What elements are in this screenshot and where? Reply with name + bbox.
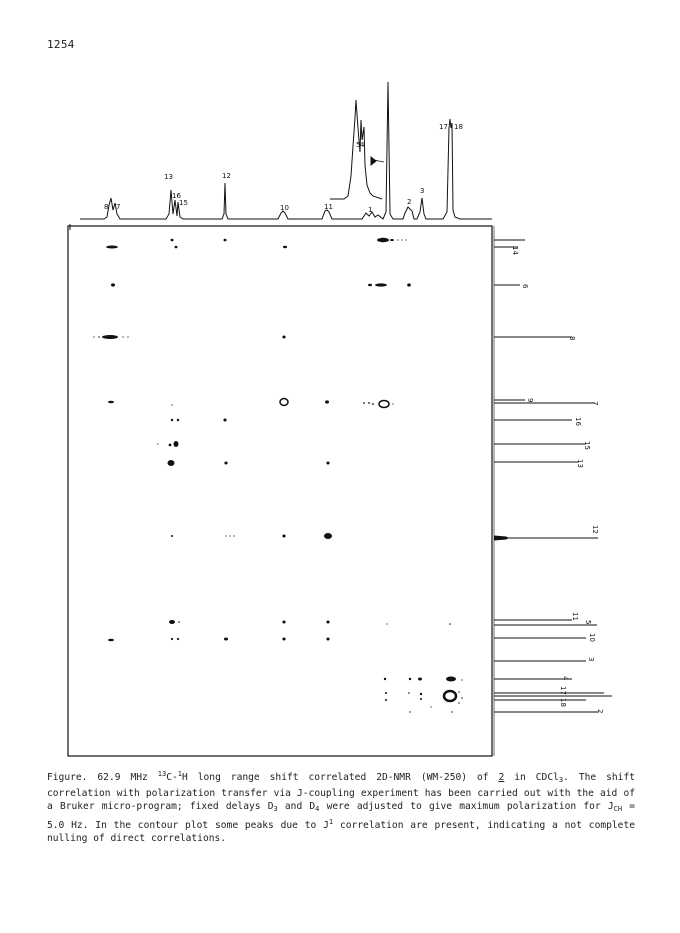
cross-peak — [326, 461, 330, 465]
cross-peak — [224, 461, 228, 465]
cross-peak — [111, 283, 115, 287]
f1-label-10: 10 — [280, 204, 289, 212]
f1-label-15: 15 — [179, 199, 188, 207]
f1-label-17: 17 — [439, 123, 448, 131]
page-number: 1254 — [47, 38, 75, 51]
cross-peak — [282, 637, 286, 641]
f2-label-6: 6 — [521, 284, 529, 289]
cross-peaks — [93, 237, 463, 713]
f1-label-16: 16 — [172, 192, 181, 200]
cross-peak — [167, 460, 175, 466]
f2-label-14: 14 — [511, 246, 519, 255]
cross-peak — [174, 245, 178, 249]
cross-peak — [325, 400, 329, 404]
cross-peak — [223, 238, 227, 242]
figure-caption: Figure. 62.9 MHz 13C-1H long range shift… — [47, 770, 636, 844]
f2-label-9: 9 — [526, 398, 534, 402]
cross-peak — [102, 335, 118, 339]
f2-label-17: 17 — [559, 686, 567, 695]
cross-peak — [442, 689, 458, 703]
f2-label-5: 5 — [584, 620, 592, 624]
f2-label-2: 2 — [596, 709, 604, 713]
f2-label-13: 13 — [576, 459, 584, 468]
cross-peak — [282, 534, 286, 538]
f1-peak-labels: 8 7 13 16 15 12 10 11 5 4 1 2 3 17 18 — [104, 123, 463, 214]
cross-peak — [390, 239, 394, 241]
cross-peak — [368, 283, 372, 287]
cross-peak — [283, 245, 287, 249]
contour-frame — [67, 224, 493, 757]
f2-label-3: 3 — [587, 657, 595, 661]
f1-spectrum — [80, 81, 492, 220]
f2-label-12: 12 — [591, 525, 599, 534]
f2-label-8: 8 — [568, 336, 576, 340]
f1-label-18: 18 — [454, 123, 463, 131]
cross-peak — [169, 620, 175, 624]
cross-peak — [108, 638, 114, 642]
cross-peak — [108, 400, 114, 404]
f1-label-3: 3 — [420, 187, 424, 195]
f1-label-5: 5 — [356, 141, 360, 149]
cross-peak — [223, 418, 227, 422]
f2-peak-labels: 14 6 8 9 7 16 15 13 12 11 5 10 3 4 17 18… — [511, 246, 604, 713]
cross-peak — [173, 441, 179, 447]
cross-peak — [418, 677, 422, 681]
cross-peak — [282, 335, 286, 339]
f1-label-8: 8 — [104, 203, 108, 211]
cross-peak — [224, 637, 228, 641]
cross-peak — [446, 676, 456, 682]
f1-label-7: 7 — [116, 203, 120, 211]
cross-peak — [279, 397, 289, 407]
cross-peak — [170, 238, 174, 242]
cross-peak — [106, 245, 118, 249]
f2-label-18: 18 — [559, 698, 567, 707]
compound-number: 2 — [498, 772, 505, 783]
cross-peak — [375, 283, 387, 287]
f2-spectrum — [493, 226, 612, 756]
f1-label-4: 4 — [360, 141, 365, 149]
f2-label-11: 11 — [571, 612, 579, 621]
cross-peak — [282, 620, 286, 624]
f2-label-4: 4 — [561, 676, 569, 681]
f1-label-2: 2 — [407, 198, 411, 206]
f1-label-1: 1 — [368, 206, 372, 214]
caption-label: Figure. — [47, 772, 88, 783]
cross-peak — [324, 533, 332, 539]
cross-peak — [378, 399, 390, 409]
cross-peak — [383, 677, 387, 681]
f2-label-16: 16 — [574, 417, 582, 426]
f2-label-7: 7 — [591, 401, 599, 405]
cross-peak — [408, 677, 412, 681]
f2-label-10: 10 — [588, 633, 596, 642]
cross-peak — [407, 283, 411, 287]
cross-peak — [326, 637, 330, 641]
f1-label-13: 13 — [164, 173, 173, 181]
cross-peak — [326, 620, 330, 624]
cross-peak — [377, 237, 389, 243]
f2-label-15: 15 — [583, 441, 591, 450]
nmr-2d-figure: 8 7 13 16 15 12 10 11 5 4 1 2 3 17 18 — [67, 81, 612, 757]
f1-label-11: 11 — [324, 203, 333, 211]
f1-label-12: 12 — [222, 172, 231, 180]
